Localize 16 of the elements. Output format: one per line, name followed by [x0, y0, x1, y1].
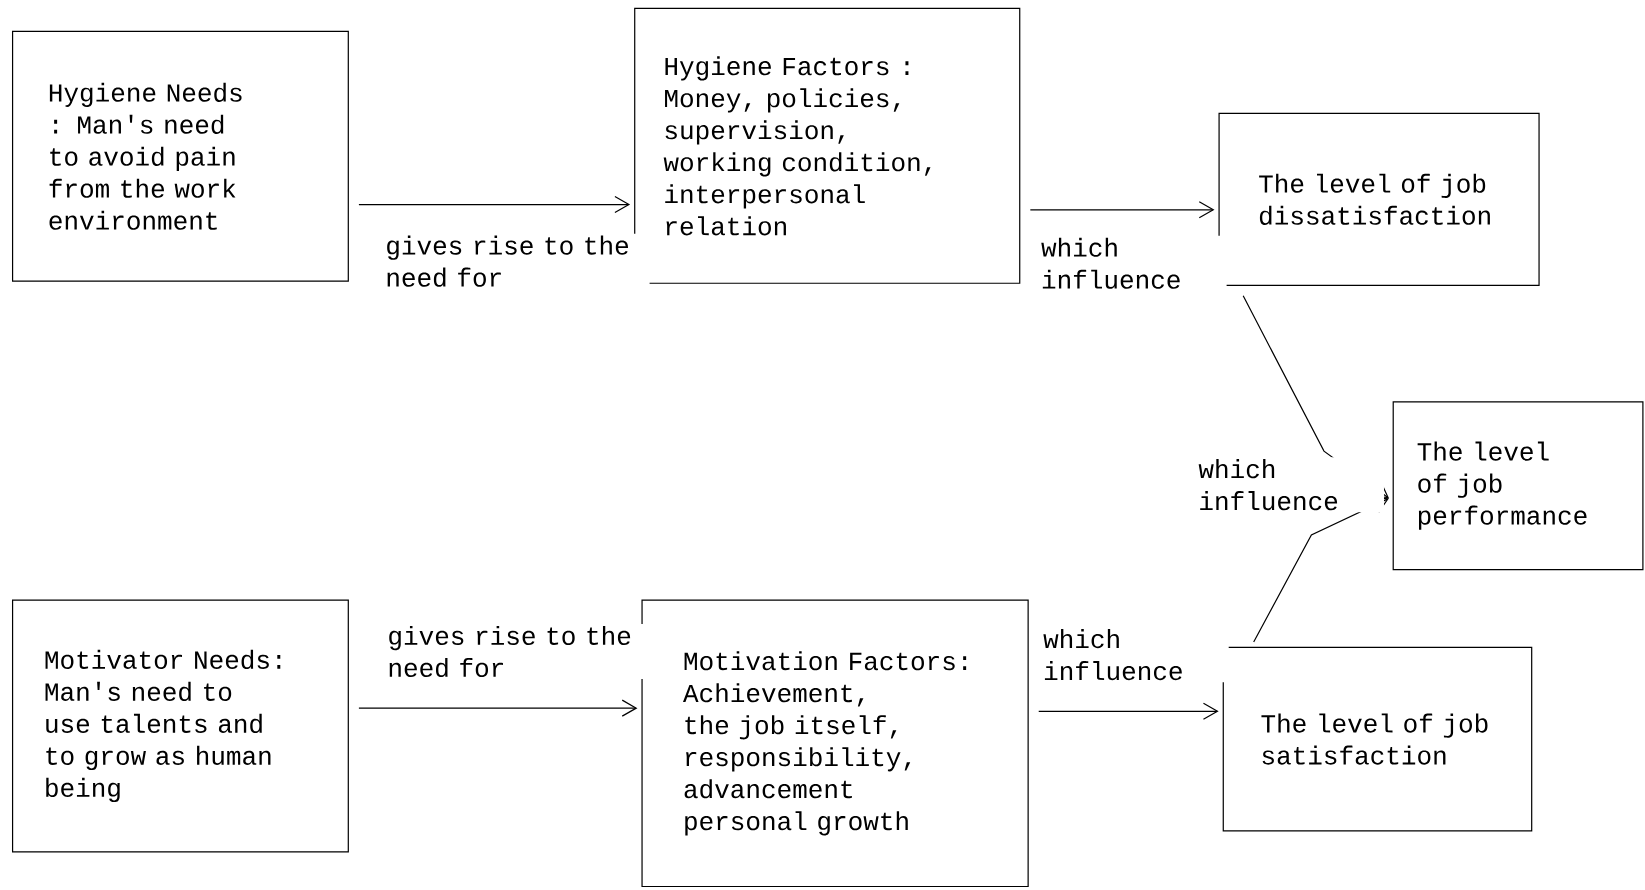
arrow: [358, 699, 638, 717]
text-box: Hygiene Needs : Man's need to avoid pain from the work environment: [12, 31, 349, 282]
edge-label: gives rise to the need for: [385, 624, 652, 680]
edge-label: which influence: [1041, 627, 1229, 683]
text-box: Hygiene Factors : Money, policies, supervision, working condition, interpersonal relation: [634, 7, 1021, 285]
text-box: Motivation Factors: Achievement, the job itself, responsibility, advancement personal growth: [641, 599, 1029, 888]
edge-label: which influence: [1196, 457, 1384, 513]
edge-label: which influence: [1039, 235, 1227, 292]
text-box: The level of job satisfaction: [1222, 646, 1533, 832]
arrow: [1038, 702, 1219, 721]
text-box: The level of job dissatisfaction: [1218, 112, 1540, 287]
edge-label: gives rise to the need for: [383, 233, 650, 289]
arrow: [1029, 201, 1215, 219]
arrow: [358, 196, 631, 214]
text-box: The level of job performance: [1392, 401, 1644, 571]
text-box: Motivator Needs: Man's need to use talents and to grow as human being: [12, 599, 349, 853]
